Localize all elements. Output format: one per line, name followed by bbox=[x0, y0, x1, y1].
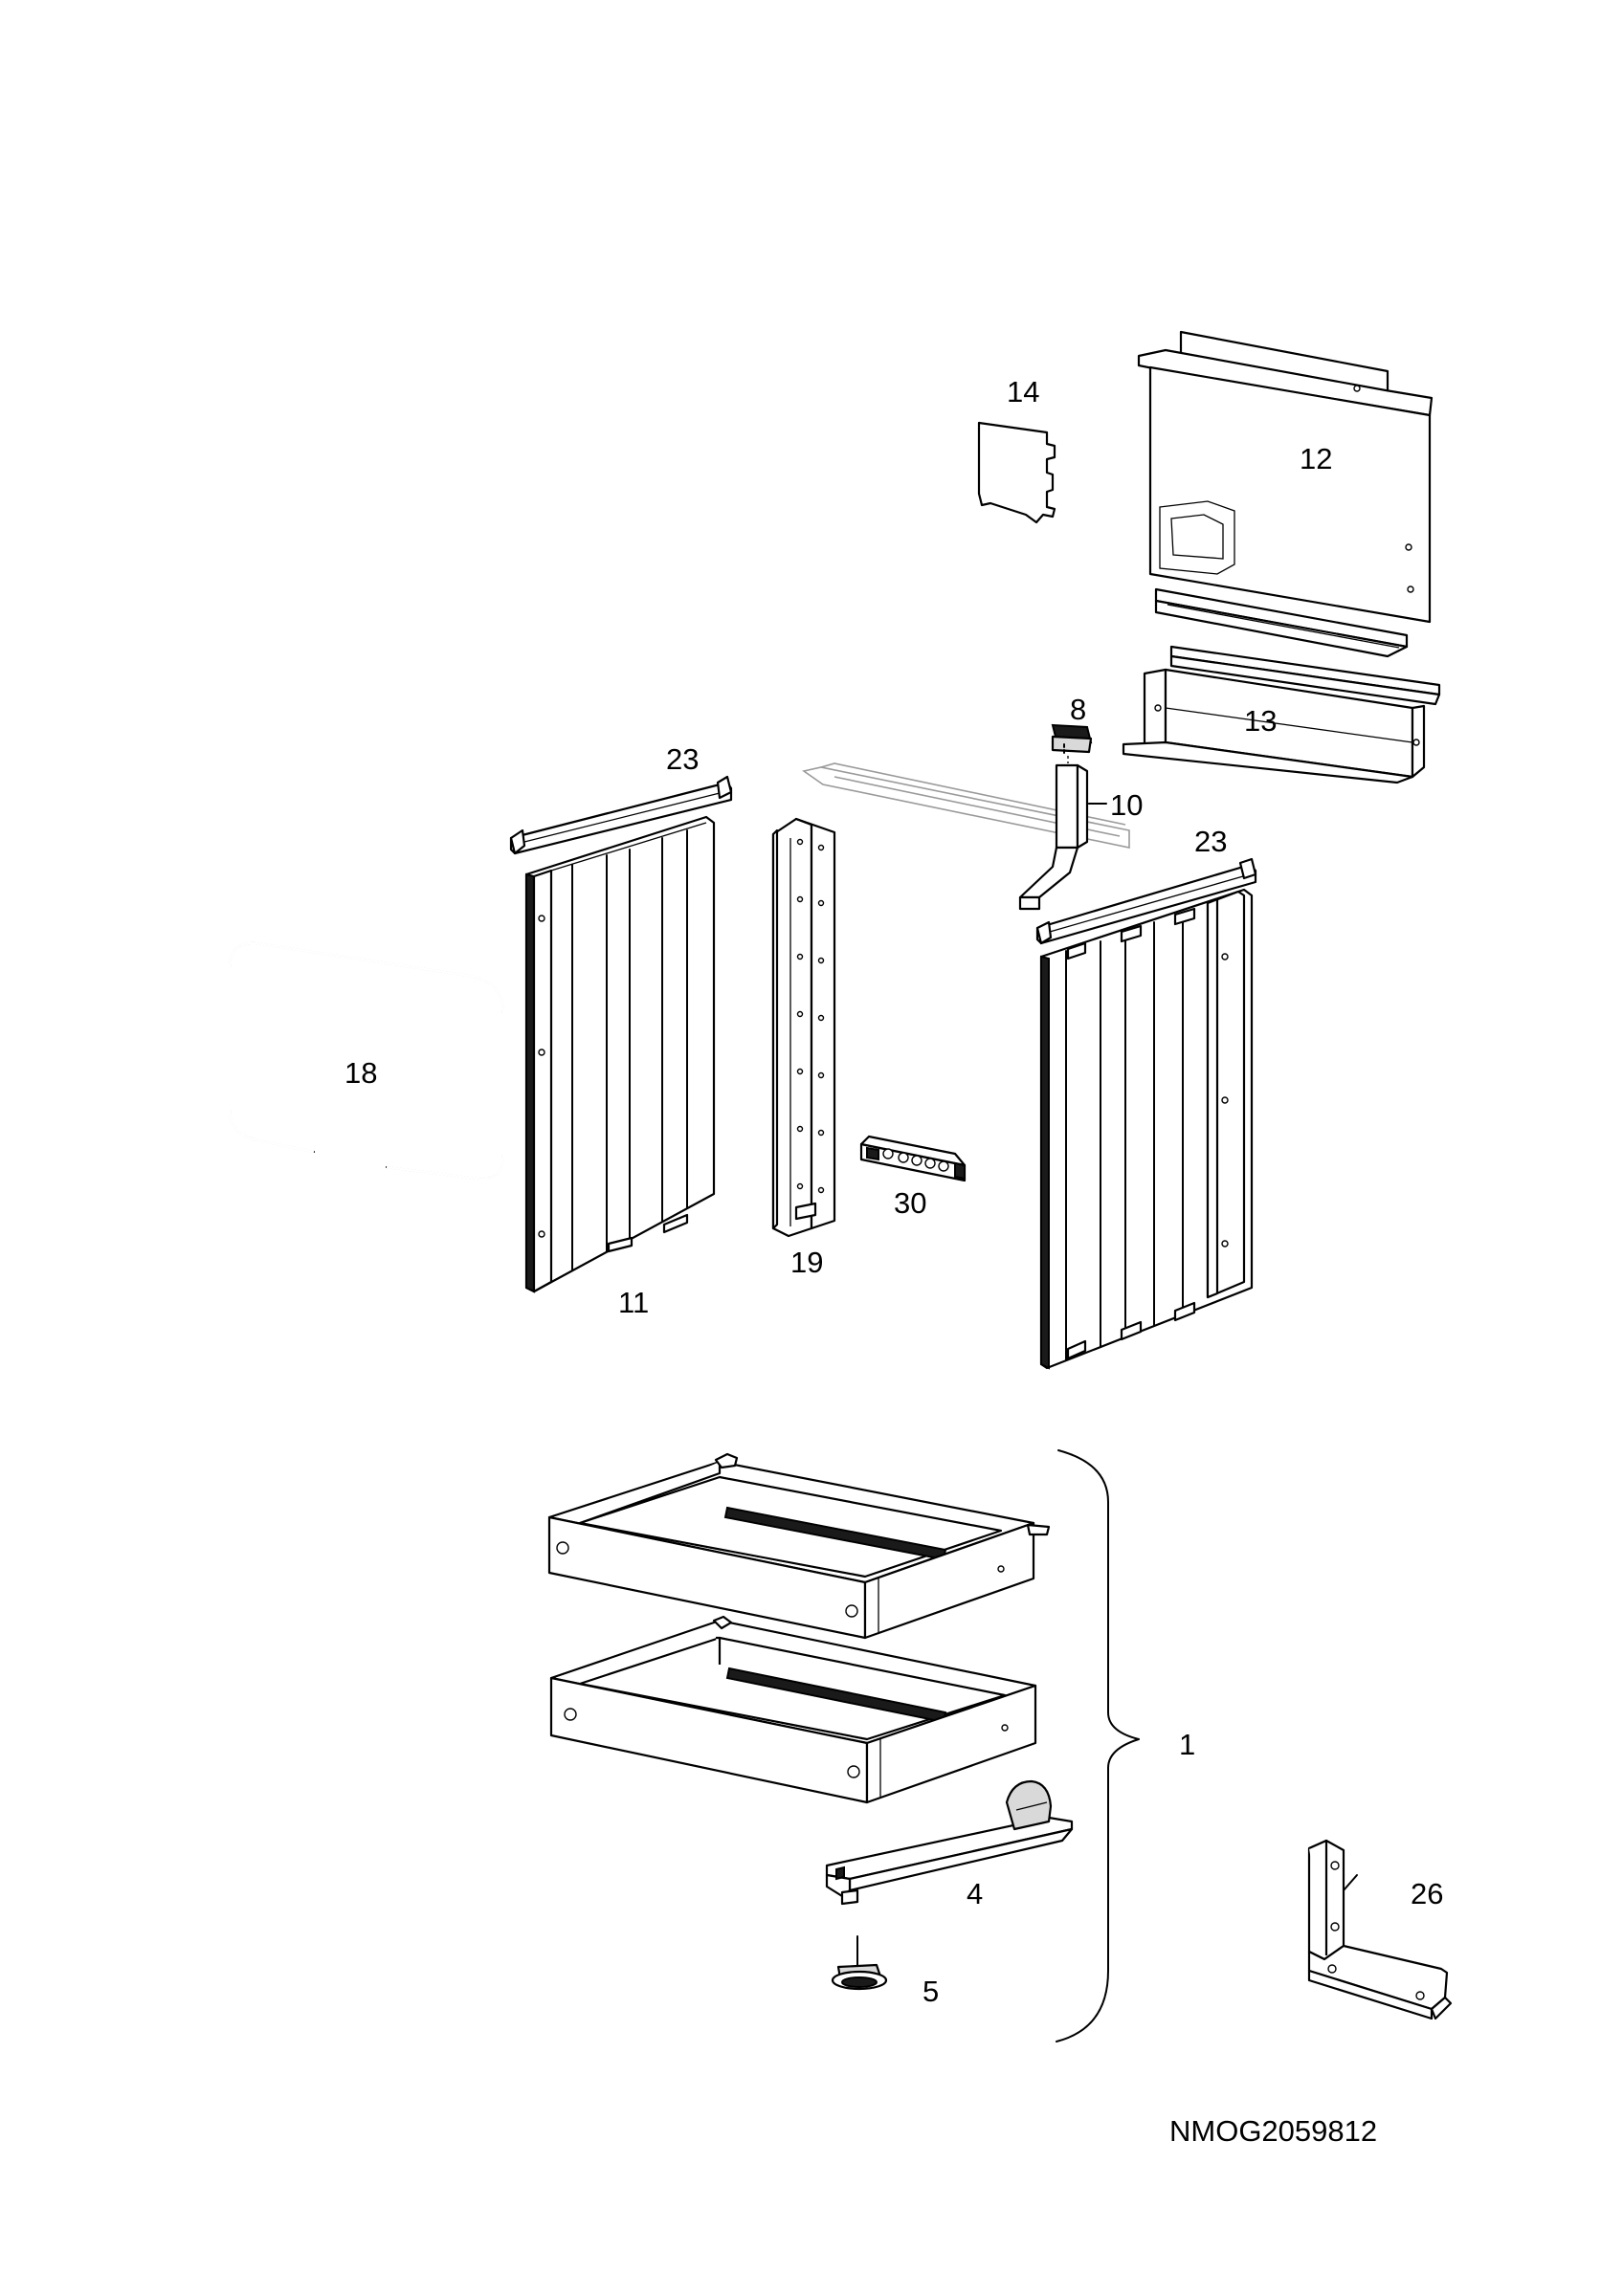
callout-26: 26 bbox=[1411, 1877, 1443, 1910]
callout-11: 11 bbox=[618, 1286, 649, 1319]
callout-12: 12 bbox=[1300, 442, 1332, 475]
part-5-leveling-foot bbox=[831, 1935, 888, 1991]
part-26-corner-bracket bbox=[1307, 1839, 1453, 2020]
callout-1: 1 bbox=[1179, 1728, 1195, 1761]
callout-4: 4 bbox=[967, 1877, 983, 1910]
part-4-foot-rail bbox=[825, 1779, 1074, 1906]
part-23-top-rail-left bbox=[509, 775, 733, 855]
leader-lines bbox=[1063, 743, 1358, 1891]
callout-13: 13 bbox=[1244, 704, 1277, 738]
callout-8: 8 bbox=[1070, 693, 1086, 726]
callout-30: 30 bbox=[894, 1186, 926, 1220]
callout-14: 14 bbox=[1007, 375, 1039, 408]
part-23-top-rail-right bbox=[1035, 857, 1257, 945]
callout-5: 5 bbox=[923, 1975, 939, 2008]
part-13-lower-channel bbox=[1122, 645, 1441, 784]
part-10-cross-rail bbox=[802, 762, 1130, 911]
callout-labels: 14 12 13 8 10 23 23 18 30 19 11 1 4 5 26 bbox=[345, 375, 1443, 2008]
part-12-rear-panel bbox=[1137, 330, 1434, 658]
part-1-base-frame-upper bbox=[547, 1452, 1051, 1640]
drawing-code: NMOG2059812 bbox=[1169, 2114, 1377, 2148]
callout-10: 10 bbox=[1110, 788, 1143, 822]
part-1-group-brace bbox=[1056, 1449, 1140, 2042]
part-14-cover-plate bbox=[977, 421, 1056, 524]
part-11-side-panel-left bbox=[524, 815, 716, 1293]
side-panel-right bbox=[1039, 888, 1254, 1370]
part-19-vertical-post bbox=[771, 817, 836, 1238]
part-8-grommet bbox=[1051, 723, 1093, 763]
post-holes bbox=[796, 838, 825, 1194]
callout-19: 19 bbox=[790, 1246, 823, 1279]
callout-23-right: 23 bbox=[1194, 825, 1227, 858]
part-18-gasket bbox=[228, 941, 505, 1181]
part-1-base-frame-lower bbox=[549, 1615, 1037, 1804]
callout-18: 18 bbox=[345, 1056, 377, 1090]
part-30-terminal-strip bbox=[859, 1135, 967, 1182]
callout-23-left: 23 bbox=[666, 742, 699, 776]
